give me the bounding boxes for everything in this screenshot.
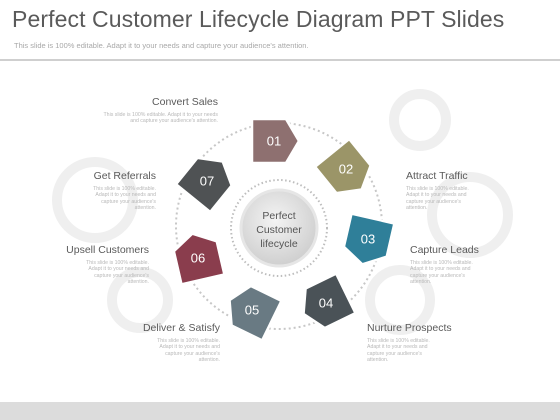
stage-04-shape: 04 [302, 271, 358, 330]
stage-07-label: Get Referrals [93, 170, 156, 182]
stage-02-description: This slide is 100% editable. Adapt it to… [406, 186, 469, 211]
slide-title: Perfect Customer Lifecycle Diagram PPT S… [12, 6, 505, 32]
stage-01-label-group: Convert Sales This slide is 100% editabl… [98, 96, 218, 125]
stage-06-description: This slide is 100% editable. Adapt it to… [86, 260, 149, 285]
stage-05-description: This slide is 100% editable. Adapt it to… [157, 338, 220, 363]
stage-05-number: 05 [245, 302, 259, 317]
center-text-line2: Customer [256, 224, 302, 236]
inner-dotted-ring [230, 179, 328, 277]
stage-04-description: This slide is 100% editable. Adapt it to… [367, 338, 430, 363]
stage-02-label-group: Attract Traffic This slide is 100% edita… [406, 170, 478, 211]
slide-subtitle: This slide is 100% editable. Adapt it to… [14, 41, 309, 50]
center-text-line1: Perfect [262, 210, 295, 222]
stage-06-label-group: Upsell Customers This slide is 100% edit… [29, 244, 149, 285]
stage-04-number: 04 [319, 295, 333, 310]
stage-04-label: Nurture Prospects [367, 322, 452, 334]
stage-03-description: This slide is 100% editable. Adapt it to… [410, 260, 473, 285]
stage-06-number: 06 [191, 250, 205, 265]
center-text-line3: lifecycle [260, 238, 298, 250]
stage-01-description: This slide is 100% editable. Adapt it to… [103, 112, 218, 125]
stage-02-shape: 02 [313, 137, 373, 195]
background-gears-icon [52, 89, 513, 335]
center-hub [239, 188, 319, 268]
footer-bar [0, 402, 560, 420]
stage-07-number: 07 [200, 173, 214, 188]
stage-06-shape: 06 [172, 232, 226, 286]
stage-03-label: Capture Leads [410, 244, 479, 256]
stage-01-label: Convert Sales [152, 96, 218, 108]
title-divider [0, 59, 560, 61]
stage-02-number: 02 [339, 161, 353, 176]
stage-02-label: Attract Traffic [406, 170, 468, 182]
stage-07-label-group: Get Referrals This slide is 100% editabl… [36, 170, 156, 211]
stage-05-label-group: Deliver & Satisfy This slide is 100% edi… [100, 322, 220, 363]
stage-05-shape: 05 [228, 284, 284, 343]
stage-03-number: 03 [361, 231, 375, 246]
stage-01-number: 01 [267, 133, 281, 148]
stage-03-label-group: Capture Leads This slide is 100% editabl… [410, 244, 484, 285]
stage-03-shape: 03 [342, 212, 396, 266]
stage-07-shape: 07 [174, 156, 234, 214]
stage-04-label-group: Nurture Prospects This slide is 100% edi… [367, 322, 467, 363]
stage-06-label: Upsell Customers [66, 244, 149, 256]
stage-01-shape: 01 [250, 117, 301, 165]
stage-07-description: This slide is 100% editable. Adapt it to… [93, 186, 156, 211]
stage-05-label: Deliver & Satisfy [142, 322, 220, 334]
